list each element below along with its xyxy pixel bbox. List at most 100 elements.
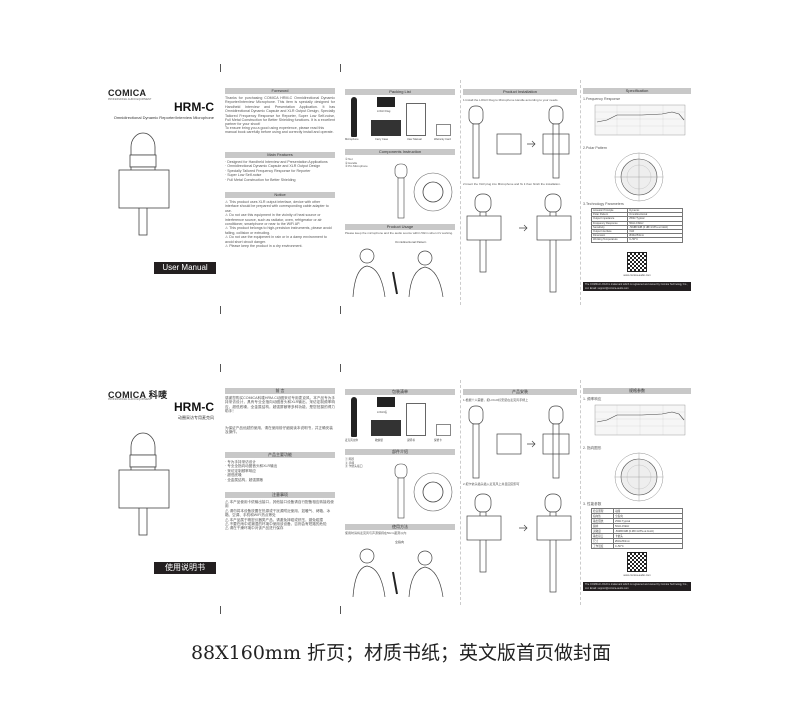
usage-pattern-label: Omnidirectional Pattern: [395, 240, 427, 244]
param-name: Working Temperature: [590, 237, 629, 243]
installation-step-1: 1.Install the LOGO Flag to Microphone Ha…: [463, 98, 559, 102]
packing-item: 收纳袋: [375, 439, 383, 442]
notice-item: ⚠ 不要在雨中或潮湿的环境中使用该设备，否则会有短路的危险: [225, 522, 327, 527]
model-name: HRM-C: [174, 400, 214, 414]
packing-heading: 包装清单: [345, 389, 455, 395]
specification-panel: Specification 1.Frequency Response 2.Pol…: [583, 80, 691, 305]
crop-mark: [340, 606, 341, 614]
notice-list: ⚠ 本产品使用卡侬输出接口，其他接口设备请自行配备相应转接线使用 ⚠ 请勿将本设…: [225, 500, 335, 531]
user-manual-label: 使用说明书: [154, 562, 216, 574]
component-item: ③ 卡侬头插口: [345, 464, 363, 469]
notice-item: ⚠ Do not use the equipment in rain or in…: [225, 235, 327, 244]
features-list: · 专为手持采访设计 · 专业全指向动圈音头和XLR输出 · 采访定制频率响应 …: [225, 460, 335, 482]
qr-code: [627, 252, 647, 272]
warranty-card-image: [436, 124, 451, 136]
usage-pattern-label: 全指向: [395, 540, 405, 544]
notice-item: ⚠ Please keep the product in a dry envir…: [225, 244, 303, 249]
foreword-text: Thanks for purchasing COMICA HRM-C Omnid…: [225, 96, 335, 127]
usage-illustration: [352, 248, 444, 298]
packing-item: User Manual: [407, 138, 422, 141]
features-heading: Main Features: [225, 152, 335, 158]
brand-logo: COMICA: [108, 88, 147, 98]
brand-tagline: PROFESSIONAL AUDIO EQUIPMENT: [108, 98, 152, 101]
component-item: ② Handle: [345, 160, 358, 165]
print-spec-caption: 88X160mm 折页；材质书纸；英文版首页做封面: [190, 642, 612, 664]
features-list: · Designed for Handheld Interview and Pr…: [225, 160, 335, 182]
crop-mark: [220, 606, 221, 614]
technology-parameters-heading: 3.Technology Parameters: [583, 202, 624, 206]
components-heading: Components Instruction: [345, 149, 455, 155]
foreword-text: 感谢您购买COMICA科唛HRM-C动圈采访专用麦克风。本产品专为手持采访设计，…: [225, 396, 335, 414]
user-manual-image: [406, 103, 426, 136]
packing-item: 麦克风主体: [345, 439, 358, 442]
feature-item: · Specially Tailored Frequency Response …: [225, 168, 311, 173]
installation-step-2-diagram: [466, 193, 572, 293]
packing-item: Carry Case: [375, 138, 389, 141]
installation-heading: 产品安装: [463, 389, 577, 395]
installation-step-2: 2.Insert the XLR plug into Microphone an…: [463, 182, 561, 186]
packing-heading: Packing List: [345, 89, 455, 95]
crop-mark: [340, 64, 341, 72]
packing-panel: Packing List Microphone LOGO Flag Carry …: [345, 80, 455, 305]
installation-step-2: 2.把卡侬头插头插入麦克风上并且固定即可: [463, 482, 520, 486]
components-diagram: [394, 463, 453, 519]
website-url: www.comica-audio.com: [623, 574, 651, 577]
warranty-card-image: [436, 424, 451, 436]
product-subtitle: Omnidirectional Dynamic Reporter/Intervi…: [113, 115, 214, 120]
cover-panel: COMICA PROFESSIONAL AUDIO EQUIPMENT HRM-…: [102, 80, 220, 305]
carry-case-image: [371, 420, 401, 436]
component-item: ① 网罩: [345, 457, 355, 461]
packing-item: LOGO Flag: [377, 110, 391, 113]
feature-item: · 专为手持采访设计: [225, 460, 256, 464]
microphone-illustration: [118, 132, 170, 236]
usage-text: Please keep the microphone and the audio…: [345, 231, 453, 235]
foreword-panel: Foreword Thanks for purchasing COMICA HR…: [225, 80, 335, 305]
packing-item: 保修卡: [434, 439, 442, 442]
polar-pattern-chart: [614, 152, 664, 202]
frequency-response-heading: 1.Frequency Response: [583, 97, 621, 101]
installation-step-1: 1.根据个人需要，把LOGO标安装在麦克风手柄上: [463, 398, 529, 402]
notice-heading: 注意事项: [225, 492, 335, 498]
feature-item: · Super Low Self-noise: [225, 173, 262, 178]
microphone-image: [351, 97, 357, 137]
model-name: HRM-C: [174, 100, 214, 114]
microphone-illustration: [118, 432, 170, 536]
fold-line: [460, 380, 461, 605]
polar-pattern-chart: [614, 452, 664, 502]
fold-line: [580, 80, 581, 305]
technology-parameters-heading: 3. 性能参数: [583, 502, 602, 506]
carry-case-image: [371, 120, 401, 136]
brand-logo: COMICA 科唛: [108, 390, 168, 400]
usage-heading: Product Usage: [345, 224, 455, 230]
foreword-heading: Foreword: [225, 88, 335, 94]
usage-illustration: [352, 548, 444, 598]
notice-list: ⚠ This product uses XLR output interface…: [225, 200, 335, 248]
param-value: 0~50°C: [613, 543, 683, 549]
polar-pattern-heading: 2.Polar Pattern: [583, 146, 607, 150]
polar-pattern-heading: 2. 指向图形: [583, 446, 602, 450]
installation-step-1-diagram: [468, 105, 570, 179]
chinese-manual-sheet: COMICA 科唛 PROFESSIONAL AUDIO EQUIPMENT H…: [0, 364, 802, 614]
components-heading: 部件介绍: [345, 449, 455, 455]
packing-item: Microphone: [345, 138, 359, 141]
param-name: 工作温度: [590, 543, 615, 549]
components-diagram: [394, 163, 453, 219]
website-url: www.comica-audio.com: [623, 274, 651, 277]
components-list: ① Net ② Handle ③ Pin Microphone: [345, 157, 368, 169]
specification-panel: 规格参数 1. 频率响应 2. 指向图形 3. 性能参数 拾音原理动圈 指向性全…: [583, 380, 691, 605]
installation-heading: Product Installation: [463, 89, 577, 95]
product-subtitle: 动圈采访专用麦克风: [178, 415, 214, 420]
spec-footer: The COMICA LOGO is trademark which is re…: [583, 582, 691, 591]
crop-mark: [340, 364, 341, 372]
feature-item: · Omnidirectional Dynamic Capsule and XL…: [225, 164, 321, 169]
logo-flag-image: [377, 397, 395, 407]
components-list: ① 网罩 ② 手柄 ③ 卡侬头插口: [345, 457, 363, 469]
feature-item: · 全金属结构，超强屏蔽: [225, 477, 264, 482]
notice-item: ⚠ 请勿将本设备放置在热源或干扰源附近使用，如暖气、烤箱、冰箱、空调、手机和WI…: [225, 508, 331, 518]
component-item: ③ Pin Microphone: [345, 164, 368, 169]
component-item: ② 手柄: [345, 460, 355, 465]
fold-line: [460, 80, 461, 305]
